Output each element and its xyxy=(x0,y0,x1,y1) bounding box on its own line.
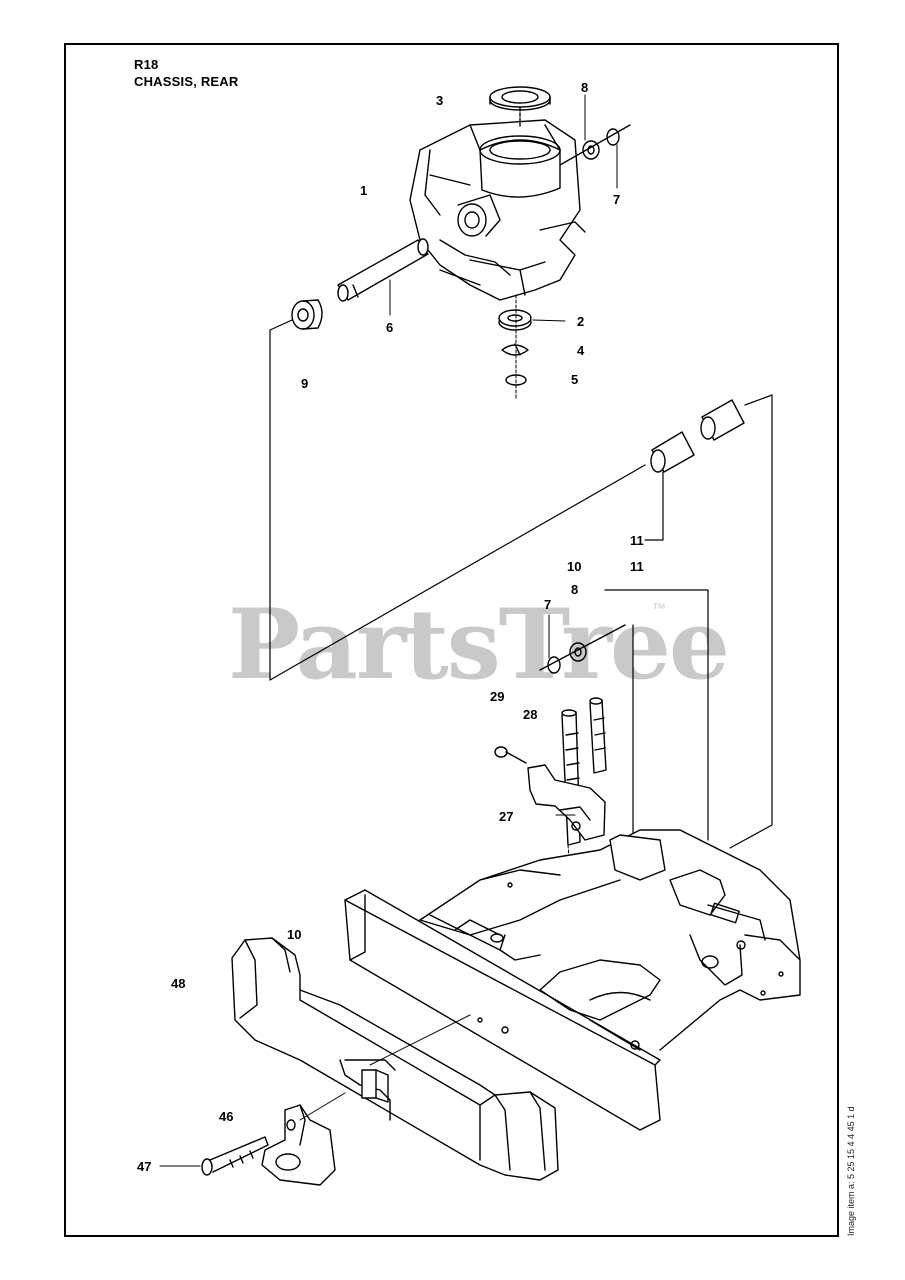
callout-4: 4 xyxy=(577,343,585,358)
callout-28: 28 xyxy=(523,707,538,722)
callout-11: 11 xyxy=(630,533,644,548)
callout-7: 7 xyxy=(613,192,621,207)
callout-47: 47 xyxy=(137,1159,152,1174)
part-1-swivel-housing xyxy=(409,119,586,301)
part-9-bushing xyxy=(269,299,323,681)
part-11-bushings xyxy=(269,394,773,849)
part-6-pin xyxy=(337,238,429,316)
callout-3: 3 xyxy=(436,93,444,108)
callout-8-lower: 8 xyxy=(571,582,579,597)
watermark-trademark: ™ xyxy=(652,600,666,616)
callout-10: 10 xyxy=(567,559,582,574)
part-3-seal xyxy=(489,86,551,129)
callout-9: 9 xyxy=(301,376,309,391)
callout-7-lower: 7 xyxy=(544,597,552,612)
model-code: R18 xyxy=(134,57,159,72)
callout-29: 29 xyxy=(490,689,505,704)
image-reference-code: Image item a: 5 25 15 4 4 45 1 d xyxy=(846,1106,856,1236)
part-2-bearing xyxy=(498,309,566,331)
callout-48: 48 xyxy=(171,976,186,991)
part-4-circlip xyxy=(501,343,529,356)
diagram-frame xyxy=(64,43,839,1237)
part-7-clip-top xyxy=(559,124,631,166)
part-29-screw xyxy=(494,746,527,764)
part-8-washer-top xyxy=(582,140,600,160)
section-title: CHASSIS, REAR xyxy=(134,74,239,89)
callout-27: 27 xyxy=(499,809,514,824)
callout-6: 6 xyxy=(386,320,394,335)
part-48-bumper xyxy=(231,937,559,1181)
callout-8: 8 xyxy=(581,80,589,95)
part-5-oring xyxy=(505,294,527,399)
callout-1: 1 xyxy=(360,183,368,198)
callout-5: 5 xyxy=(571,372,579,387)
callout-11-alt: 11 xyxy=(630,559,644,574)
partstree-watermark: PartsTree xyxy=(228,588,730,701)
callout-10-lower: 10 xyxy=(287,927,302,942)
rear-chassis-frame xyxy=(344,829,801,1131)
callout-2: 2 xyxy=(577,314,585,329)
part-47-bolt xyxy=(159,1136,269,1176)
callout-46: 46 xyxy=(219,1109,234,1124)
part-46-hitch-plate xyxy=(261,1092,346,1186)
